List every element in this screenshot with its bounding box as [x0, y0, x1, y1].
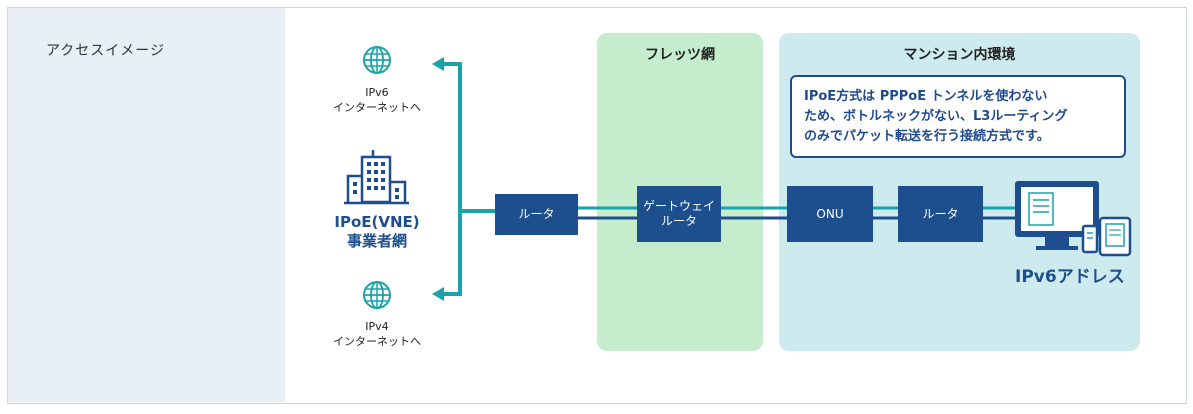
- link-onu-router2: [873, 206, 898, 220]
- ipv4-link: [440, 209, 495, 296]
- globe-icon: [363, 281, 391, 309]
- panel-title: アクセスイメージ: [46, 43, 166, 59]
- mansion-zone-label: マンション内環境: [903, 47, 1016, 63]
- router-box: ルータ: [495, 194, 578, 235]
- ipv6-internet-label: IPv6 インターネットへ: [333, 86, 421, 114]
- ipv4-internet-label: IPv4 インターネットへ: [333, 320, 421, 348]
- home-router-box: ルータ: [898, 186, 983, 242]
- link-router1-gateway: [578, 206, 637, 220]
- phone-icon: [1081, 224, 1099, 254]
- flets-zone-label: フレッツ網: [645, 47, 715, 63]
- globe-icon: [363, 46, 391, 74]
- ipv4-arrowhead: [432, 287, 444, 301]
- ipoe-callout: IPoE方式は PPPoE トンネルを使わない ため、ボトルネックがない、L3ル…: [790, 75, 1126, 158]
- building-icon: [344, 150, 409, 205]
- gateway-router-box: ゲートウェイ ルータ: [637, 186, 721, 242]
- onu-box: ONU: [787, 186, 873, 242]
- ipv6-address-label: IPv6アドレス: [1015, 267, 1125, 287]
- building-windows: [353, 162, 399, 199]
- ipv6-arrowhead: [432, 57, 444, 71]
- tablet-icon: [1098, 216, 1132, 257]
- link-gateway-onu: [721, 206, 787, 220]
- monitor-icon: [1015, 181, 1099, 250]
- link-router2-device: [983, 206, 1015, 220]
- left-panel: [8, 8, 285, 402]
- provider-label: IPoE(VNE) 事業者網: [334, 213, 420, 250]
- ipv6-link: [440, 62, 495, 213]
